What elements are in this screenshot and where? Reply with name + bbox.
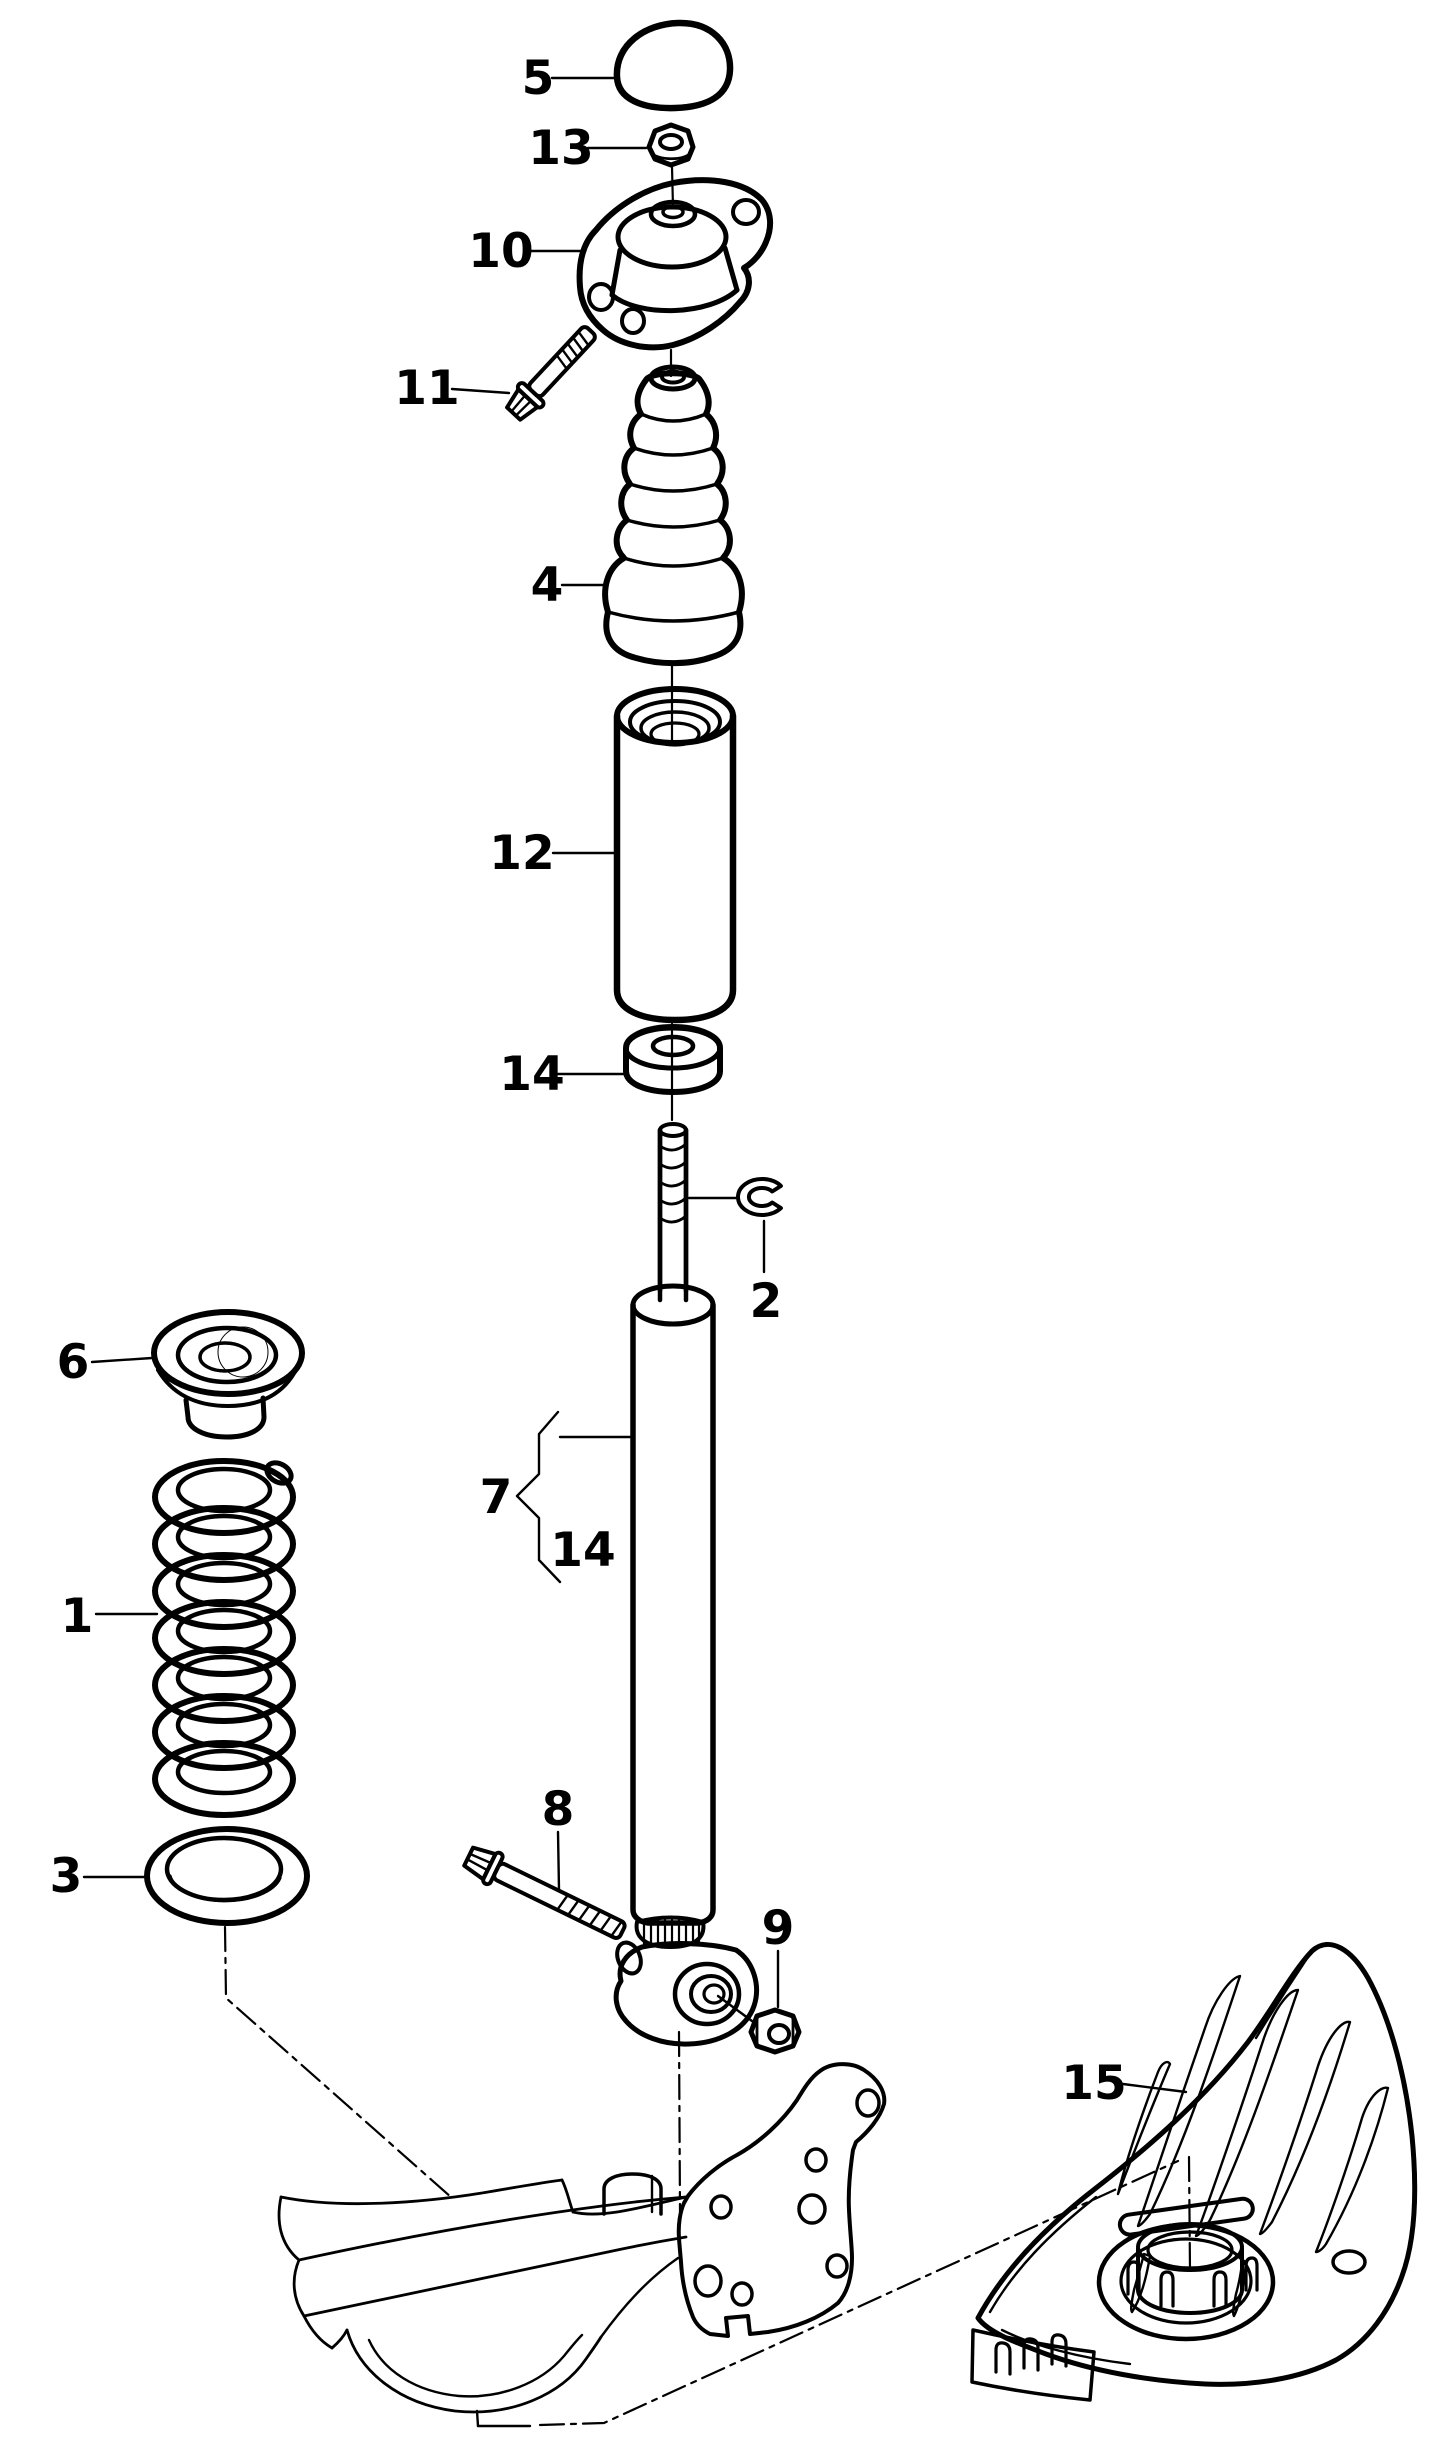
part-3-spring-pad-drawing — [144, 1826, 310, 1926]
callout-2[interactable]: 2 — [750, 1274, 783, 1329]
callout-11[interactable]: 11 — [394, 361, 459, 416]
part-8-bolt-drawing — [462, 1845, 627, 1940]
callout-15[interactable]: 15 — [1061, 2056, 1126, 2111]
callout-14b[interactable]: 14 — [550, 1523, 615, 1578]
callout-14[interactable]: 14 — [499, 1047, 564, 1102]
leader-lines — [82, 76, 1188, 2094]
part-15-cover-drawing — [970, 1941, 1418, 2402]
part-2-clip-drawing — [736, 1177, 783, 1217]
callout-3[interactable]: 3 — [50, 1849, 83, 1904]
axle-beam-drawing — [277, 2178, 688, 2428]
callout-12[interactable]: 12 — [489, 826, 554, 881]
callout-4[interactable]: 4 — [531, 558, 564, 613]
callout-5[interactable]: 5 — [522, 51, 555, 106]
callouts: 5 13 10 11 4 12 14 2 6 1 3 7 14 8 9 15 — [50, 51, 1127, 2111]
callout-8[interactable]: 8 — [542, 1782, 575, 1837]
callout-1[interactable]: 1 — [61, 1589, 94, 1644]
shock-mount-bracket — [676, 2062, 887, 2338]
callout-10[interactable]: 10 — [468, 224, 533, 279]
part-4-bump-stop-drawing — [602, 348, 745, 667]
brace-7 — [515, 1410, 562, 1584]
part-7-shock-absorber-drawing — [613, 1122, 760, 2047]
part-14-ring-drawing — [623, 1022, 723, 1122]
red-highlight-dot — [217, 1326, 269, 1378]
part-13-nut-drawing — [646, 122, 696, 209]
axle-bump-stop-cup — [602, 2172, 663, 2216]
part-9-nut-drawing — [748, 2007, 802, 2055]
part-10-upper-mount-drawing — [576, 177, 774, 351]
callout-13[interactable]: 13 — [528, 121, 593, 176]
part-1-coil-spring-drawing — [152, 1458, 296, 1818]
callout-6[interactable]: 6 — [57, 1335, 90, 1390]
part-6-spring-seat-drawing — [151, 1309, 305, 1440]
part-11-bolt-drawing — [505, 325, 597, 422]
callout-9[interactable]: 9 — [762, 1901, 795, 1956]
centerlines — [223, 1925, 1192, 2427]
part-5-cap-drawing — [613, 19, 734, 112]
callout-7[interactable]: 7 — [480, 1470, 513, 1525]
part-12-protective-tube-drawing — [613, 660, 737, 1024]
